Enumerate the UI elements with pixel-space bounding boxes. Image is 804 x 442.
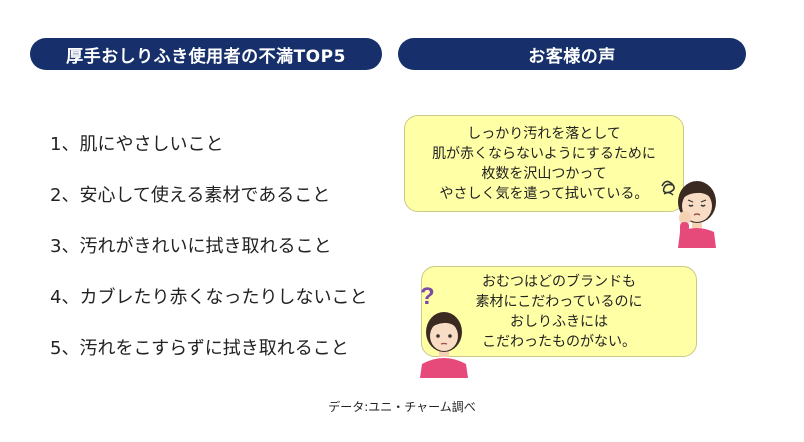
top5-header-title: 厚手おしりふき使用者の不満TOP5: [66, 46, 346, 67]
svg-text:?: ?: [420, 283, 435, 310]
voice-line: こだわったものがない。: [482, 333, 636, 350]
customer-voice-header-title: お客様の声: [528, 46, 616, 67]
list-item: 5、汚れをこすらずに拭き取れること: [50, 338, 349, 359]
voice-line: やさしく気を遣って拭いている。: [439, 185, 649, 202]
list-item: 1、肌にやさしいこと: [50, 134, 224, 155]
top5-header: 厚手おしりふき使用者の不満TOP5: [30, 38, 382, 70]
list-item: 3、汚れがきれいに拭き取れること: [50, 236, 332, 257]
source-credit: データ:ユニ・チャーム調べ: [328, 400, 476, 414]
voice-line: 肌が赤くならないようにするために: [432, 145, 656, 162]
voice-line: おむつはどのブランドも: [482, 273, 636, 290]
customer-voice-header: お客様の声: [398, 38, 746, 70]
list-item: 2、安心して使える素材であること: [50, 185, 331, 206]
list-item: 4、カブレたり赤くなったりしないこと: [50, 287, 368, 308]
complaint-list: 1、肌にやさしいこと 2、安心して使える素材であること 3、汚れがきれいに拭き取…: [50, 126, 367, 381]
voice-bubble-1: しっかり汚れを落として 肌が赤くならないようにするために 枚数を沢山つかって や…: [404, 115, 684, 212]
voice-line: 枚数を沢山つかって: [481, 165, 607, 182]
questioning-woman-icon: ?: [420, 283, 468, 378]
voice-line: しっかり汚れを落として: [467, 125, 621, 142]
worried-woman-icon: [661, 180, 716, 248]
voice-line: おしりふきには: [510, 313, 608, 330]
voice-line: 素材にこだわっているのに: [475, 293, 643, 310]
voice-bubble-2: おむつはどのブランドも 素材にこだわっているのに おしりふきには こだわったもの…: [421, 266, 697, 357]
